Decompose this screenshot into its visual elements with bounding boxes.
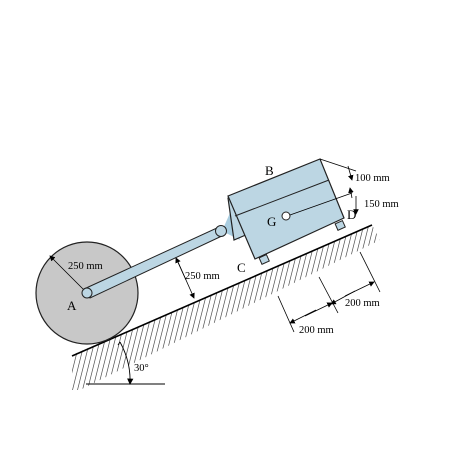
- lower-ext-3: [359, 251, 381, 293]
- lower-dim-right-b: [344, 281, 375, 297]
- dim-100-arrow: [347, 165, 354, 181]
- label-incline-angle: 30°: [134, 363, 149, 374]
- incline-surface: [71, 224, 373, 357]
- block-foot-c: [258, 253, 270, 265]
- label-block-height-offset: 150 mm: [364, 199, 399, 210]
- block-divider-line: [234, 179, 330, 217]
- label-point-b: B: [265, 163, 274, 178]
- rod-offset-line-up: [175, 257, 187, 281]
- label-wheel-radius: 250 mm: [68, 261, 103, 272]
- lower-ext-2: [318, 276, 339, 314]
- dim-150-arrow-up: [348, 187, 354, 199]
- lower-ext-1: [277, 295, 295, 333]
- label-lower-span-right: 200 mm: [345, 298, 380, 309]
- dim-100-extension: [319, 158, 357, 172]
- angle-arc: [119, 341, 134, 385]
- label-point-c: C: [237, 260, 246, 275]
- wheel-radius-line: [49, 255, 85, 291]
- block-body: [227, 158, 345, 260]
- label-point-d: D: [347, 207, 356, 222]
- lower-dim-left-b: [304, 302, 333, 317]
- block-foot-d: [334, 219, 346, 231]
- label-rod-offset: 250 mm: [185, 271, 220, 282]
- label-lower-span-left: 200 mm: [299, 325, 334, 336]
- label-point-a: A: [67, 298, 77, 313]
- label-block-top-offset: 100 mm: [355, 173, 390, 184]
- center-of-gravity-marker: [281, 211, 291, 221]
- label-point-g: G: [267, 214, 276, 229]
- lower-dim-left-a: [289, 309, 317, 324]
- pin-rod-end: [215, 225, 227, 237]
- pin-a: [81, 287, 93, 299]
- g-reference-line: [289, 192, 353, 216]
